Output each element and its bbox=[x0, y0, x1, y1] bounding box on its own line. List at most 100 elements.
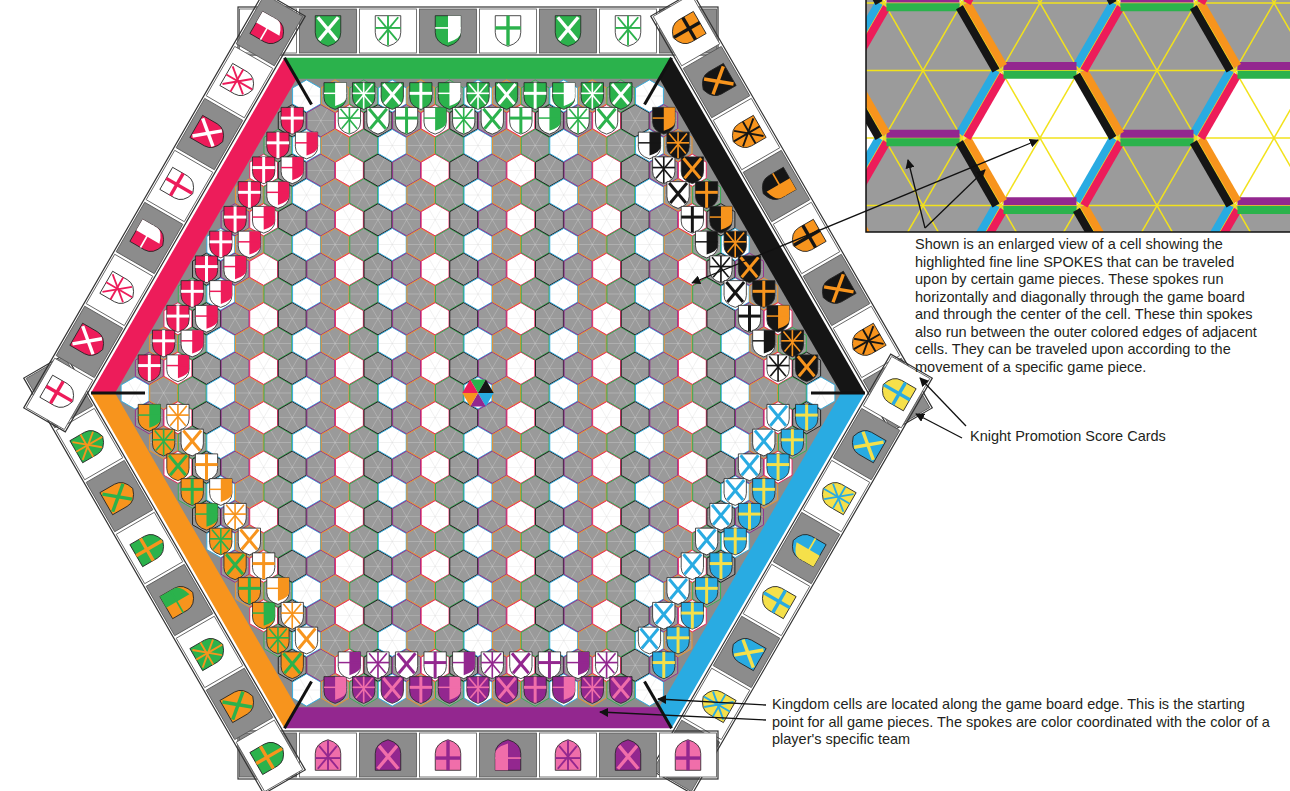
cell-spoke bbox=[228, 357, 241, 380]
cell-spoke bbox=[443, 530, 456, 553]
shield-emblem bbox=[558, 746, 577, 769]
cell-spoke bbox=[329, 580, 342, 603]
cell-spoke bbox=[700, 481, 713, 504]
cell-spoke bbox=[400, 505, 413, 528]
cell-spoke bbox=[471, 629, 484, 652]
shield-emblem bbox=[102, 275, 131, 303]
game-piece bbox=[727, 115, 766, 152]
game-piece bbox=[697, 63, 736, 100]
cell-spoke bbox=[228, 456, 241, 479]
cell-spoke bbox=[286, 258, 299, 281]
cell-spoke bbox=[500, 629, 513, 652]
cell-spoke bbox=[529, 580, 542, 603]
cell-spoke bbox=[414, 530, 427, 553]
cell-spoke bbox=[457, 604, 470, 627]
cell-spoke bbox=[657, 555, 670, 578]
cell-spoke bbox=[571, 505, 584, 528]
cell-spoke bbox=[429, 307, 442, 330]
cell-spoke bbox=[429, 258, 442, 281]
cell-spoke bbox=[343, 159, 356, 182]
cell-spoke bbox=[486, 307, 499, 330]
shield bbox=[315, 16, 341, 47]
cell-spoke bbox=[371, 258, 384, 281]
cell-spoke bbox=[300, 184, 313, 207]
cell-spoke bbox=[457, 604, 470, 627]
cell-spoke bbox=[371, 505, 384, 528]
game-piece bbox=[817, 477, 856, 514]
cell-spoke bbox=[386, 431, 399, 454]
cell-spoke bbox=[314, 555, 327, 578]
cell-spoke bbox=[329, 431, 342, 454]
cell-spoke bbox=[471, 481, 484, 504]
shield-emblem bbox=[683, 18, 696, 40]
cell-spoke bbox=[357, 580, 370, 603]
cell-spoke bbox=[486, 357, 499, 380]
cell-spoke bbox=[457, 208, 470, 231]
cell-spoke bbox=[571, 456, 584, 479]
cell-spoke bbox=[371, 456, 384, 479]
cell-spoke bbox=[643, 481, 656, 504]
cell-spoke bbox=[271, 431, 284, 454]
shield-emblem bbox=[495, 744, 508, 771]
cell-spoke bbox=[543, 555, 556, 578]
cell-spoke bbox=[429, 307, 442, 330]
cell-spoke bbox=[314, 654, 327, 677]
cell-spoke bbox=[243, 332, 256, 355]
cell-spoke bbox=[629, 406, 642, 429]
cell-spoke bbox=[400, 159, 413, 182]
cell-spoke bbox=[414, 629, 427, 652]
cell-spoke bbox=[400, 159, 413, 182]
cell-spoke bbox=[314, 406, 327, 429]
cell-spoke bbox=[457, 307, 470, 330]
shield-emblem bbox=[853, 432, 882, 460]
cell-spoke bbox=[557, 431, 570, 454]
shield bbox=[757, 581, 796, 618]
cell-spoke bbox=[300, 580, 313, 603]
cell-spoke bbox=[329, 283, 342, 306]
cell-spoke bbox=[286, 505, 299, 528]
cell-spoke bbox=[543, 406, 556, 429]
cell-spoke bbox=[471, 134, 484, 157]
cell-spoke bbox=[671, 481, 684, 504]
cell-spoke bbox=[414, 233, 427, 256]
cell-spoke bbox=[271, 382, 284, 405]
cell-spoke bbox=[514, 406, 527, 429]
game-piece bbox=[375, 740, 401, 771]
cell-spoke bbox=[614, 382, 627, 405]
cell-spoke bbox=[500, 332, 513, 355]
cell-spoke bbox=[643, 283, 656, 306]
score-card-strip bbox=[24, 354, 306, 791]
score-card bbox=[360, 733, 417, 777]
cell-spoke bbox=[443, 283, 456, 306]
cell-spoke bbox=[314, 654, 327, 677]
cell-spoke bbox=[629, 654, 642, 677]
cell-spoke bbox=[543, 159, 556, 182]
cell-spoke bbox=[557, 580, 570, 603]
cell-spoke bbox=[214, 332, 227, 355]
cell-spoke bbox=[514, 159, 527, 182]
cell-spoke bbox=[571, 555, 584, 578]
game-piece bbox=[220, 63, 259, 100]
cell-spoke bbox=[657, 307, 670, 330]
cell-spoke bbox=[371, 406, 384, 429]
cell-spoke bbox=[329, 629, 342, 652]
cell-spoke bbox=[529, 233, 542, 256]
cell-spoke bbox=[600, 555, 613, 578]
score-card bbox=[540, 733, 597, 777]
shield-emblem bbox=[72, 431, 101, 459]
cell-spoke bbox=[643, 332, 656, 355]
cell-spoke bbox=[400, 406, 413, 429]
cell-spoke bbox=[629, 357, 642, 380]
cell-spoke bbox=[514, 604, 527, 627]
cell-spoke bbox=[300, 283, 313, 306]
shield-emblem bbox=[506, 16, 509, 46]
cell-spoke bbox=[500, 382, 513, 405]
cell-spoke bbox=[357, 431, 370, 454]
game-piece bbox=[70, 323, 109, 360]
shield-emblem bbox=[733, 640, 762, 668]
cell-spoke bbox=[429, 604, 442, 627]
cell-spoke bbox=[486, 604, 499, 627]
shield-emblem bbox=[103, 274, 132, 302]
